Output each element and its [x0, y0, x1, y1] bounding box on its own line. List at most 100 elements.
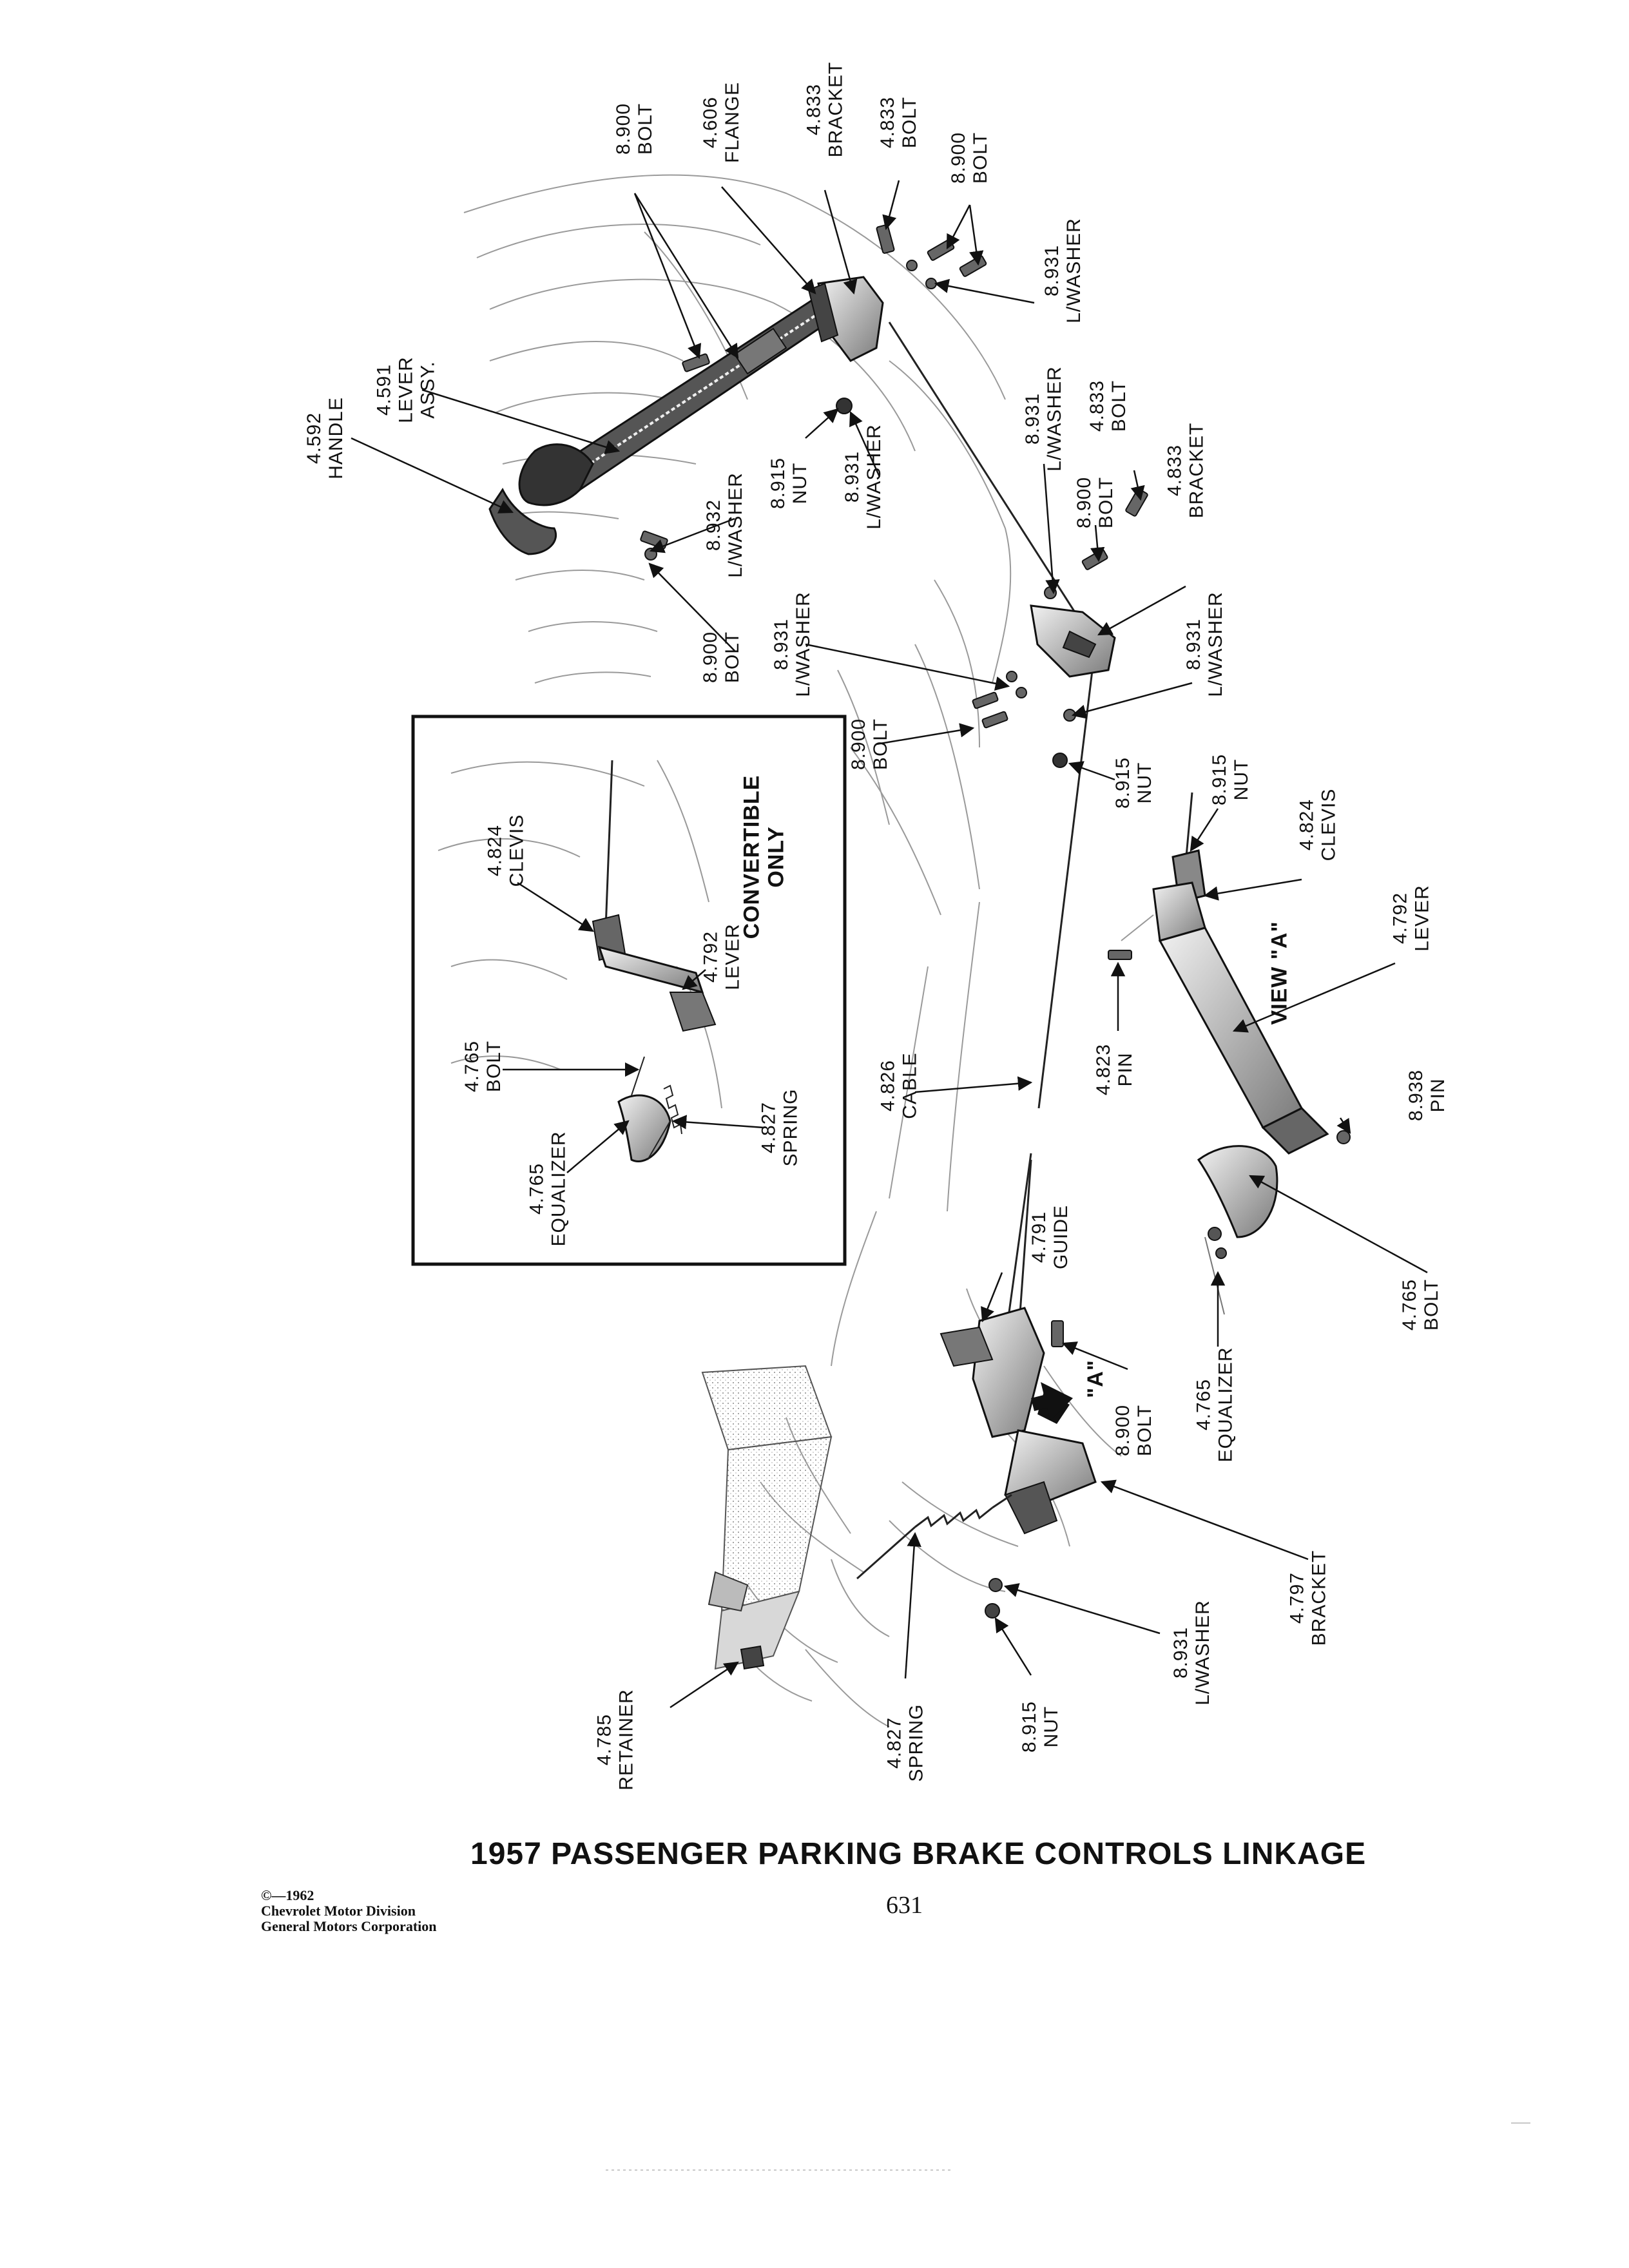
part-number: 4.591 [373, 363, 395, 416]
label-bolt-8900-lower: 8.900 BOLT [1112, 1405, 1156, 1456]
leader-lines [351, 180, 1428, 1709]
label-equalizer-4765-view: 4.765 EQUALIZER [1193, 1347, 1237, 1462]
label-nut-8915-lower: 8.915 NUT [1019, 1701, 1063, 1753]
label-lwasher-8931-mid: 8.931 L/WASHER [1022, 366, 1066, 472]
part-name: CLEVIS [1317, 788, 1339, 861]
part-number: 8.915 [1209, 753, 1231, 806]
label-cable-4826: 4.826 CABLE [877, 1052, 921, 1119]
part-number: 4.824 [483, 824, 505, 877]
part-number: 8.931 [841, 450, 863, 503]
label-lwasher-8931-right: 8.931 L/WASHER [1183, 591, 1227, 697]
part-name: L/WASHER [1191, 1600, 1213, 1706]
part-name: L/WASHER [792, 591, 814, 697]
inset-artwork [438, 760, 722, 1162]
part-number: 4.592 [303, 412, 325, 465]
copyright-corporation: General Motors Corporation [261, 1918, 437, 1934]
part-name: BOLT [899, 96, 921, 149]
part-name: BOLT [1108, 380, 1130, 432]
part-number: 4.827 [758, 1101, 780, 1154]
part-number: 4.833 [802, 83, 824, 136]
label-clevis-4824-inset: 4.824 CLEVIS [484, 814, 528, 887]
label-bolt-4765-view: 4.765 BOLT [1399, 1279, 1443, 1331]
label-flange-4606: 4.606 FLANGE [700, 82, 744, 163]
retainer-clip [740, 1645, 765, 1670]
label-bolt-4833-top: 4.833 BOLT [877, 97, 921, 148]
label-bolt-8900-topright: 8.900 BOLT [948, 132, 992, 184]
part-number: 4.765 [461, 1040, 483, 1093]
part-number: 4.785 [593, 1713, 615, 1766]
part-name: BOLT [970, 131, 992, 184]
part-name: L/WASHER [724, 472, 746, 578]
part-name: RETAINER [615, 1689, 637, 1791]
view-a-label: VIEW "A" [1267, 921, 1291, 1024]
label-nut-8915-right: 8.915 NUT [1209, 754, 1253, 805]
copyright-division: Chevrolet Motor Division [261, 1903, 416, 1919]
label-lwasher-8931-lower: 8.931 L/WASHER [1170, 1600, 1214, 1706]
label-bolt-8900-mid: 8.900 BOLT [1074, 477, 1117, 528]
part-number: 8.900 [948, 131, 970, 184]
part-name: LEVER [395, 356, 417, 423]
part-number: 8.938 [1405, 1069, 1427, 1122]
upper-bracket [807, 276, 884, 362]
part-name-extra: ASSY. [417, 361, 439, 419]
label-lever-4792-inset: 4.792 LEVER [700, 923, 744, 990]
part-number: 4.833 [1086, 380, 1108, 432]
label-clevis-4824-view: 4.824 CLEVIS [1296, 789, 1340, 861]
page-number: 631 [886, 1892, 923, 1919]
part-name: BOLT [870, 718, 892, 771]
label-nut-8915-upper: 8.915 NUT [767, 457, 811, 509]
label-bolt-8900-left: 8.900 BOLT [700, 631, 744, 683]
part-number: 8.915 [1112, 756, 1134, 809]
label-lwasher-8931-upper: 8.931 L/WASHER [842, 424, 885, 530]
page-title: 1957 PASSENGER PARKING BRAKE CONTROLS LI… [470, 1837, 1367, 1871]
part-name: LEVER [1411, 885, 1433, 952]
part-name: L/WASHER [863, 424, 885, 530]
part-name: BOLT [635, 102, 657, 155]
part-name: L/WASHER [1204, 591, 1226, 697]
part-number: 4.827 [883, 1716, 905, 1769]
inset-heading: CONVERTIBLE ONLY [739, 775, 788, 939]
part-number: 8.915 [767, 457, 789, 510]
part-name: BRACKET [824, 61, 846, 158]
part-number: 4.826 [877, 1059, 899, 1112]
label-spring-4827-lower: 4.827 SPRING [883, 1704, 927, 1782]
part-name: BOLT [1421, 1278, 1443, 1331]
view-a-marker-text: "A" [1083, 1360, 1108, 1398]
part-name: BOLT [722, 631, 744, 684]
part-name: EQUALIZER [548, 1131, 570, 1247]
label-retainer-4785: 4.785 RETAINER [593, 1689, 637, 1790]
label-equalizer-4765-inset: 4.765 EQUALIZER [526, 1131, 570, 1246]
label-spring-4827-inset: 4.827 SPRING [758, 1088, 802, 1166]
label-lever-4792-view: 4.792 LEVER [1389, 885, 1433, 951]
label-nut-8915-center: 8.915 NUT [1112, 757, 1156, 809]
label-lwasher-8931-left: 8.931 L/WASHER [771, 591, 815, 697]
part-name: FLANGE [722, 81, 744, 164]
part-number: 8.900 [1112, 1404, 1134, 1457]
part-name: NUT [789, 462, 811, 505]
label-pin-8938: 8.938 PIN [1405, 1070, 1449, 1121]
part-number: 4.823 [1093, 1043, 1115, 1096]
part-number: 4.824 [1295, 798, 1317, 851]
part-name: SPRING [780, 1088, 802, 1167]
part-number: 8.915 [1019, 1700, 1041, 1753]
part-number: 4.792 [1389, 892, 1411, 945]
mid-bracket [1030, 604, 1116, 678]
part-number: 8.931 [770, 618, 792, 671]
part-number: 8.931 [1182, 618, 1204, 671]
part-number: 4.833 [877, 96, 899, 149]
body-panel-outline [463, 174, 1122, 1727]
part-name: NUT [1231, 758, 1253, 801]
part-number: 8.932 [702, 499, 724, 552]
label-bolt-4765-inset: 4.765 BOLT [461, 1041, 505, 1092]
part-number: 4.833 [1163, 444, 1185, 497]
parking-brake-cable-lower [1037, 644, 1097, 1109]
label-lwasher-8932: 8.932 L/WASHER [703, 472, 747, 578]
copyright-notice: ©—1962 Chevrolet Motor Division General … [261, 1888, 437, 1934]
part-name: BOLT [1134, 1404, 1156, 1457]
part-name: BOLT [1095, 476, 1117, 529]
part-number: 4.791 [1028, 1211, 1050, 1264]
part-name: HANDLE [325, 397, 347, 479]
inset-heading-line2: ONLY [763, 826, 788, 888]
label-bracket-4833-top: 4.833 BRACKET [803, 62, 847, 158]
